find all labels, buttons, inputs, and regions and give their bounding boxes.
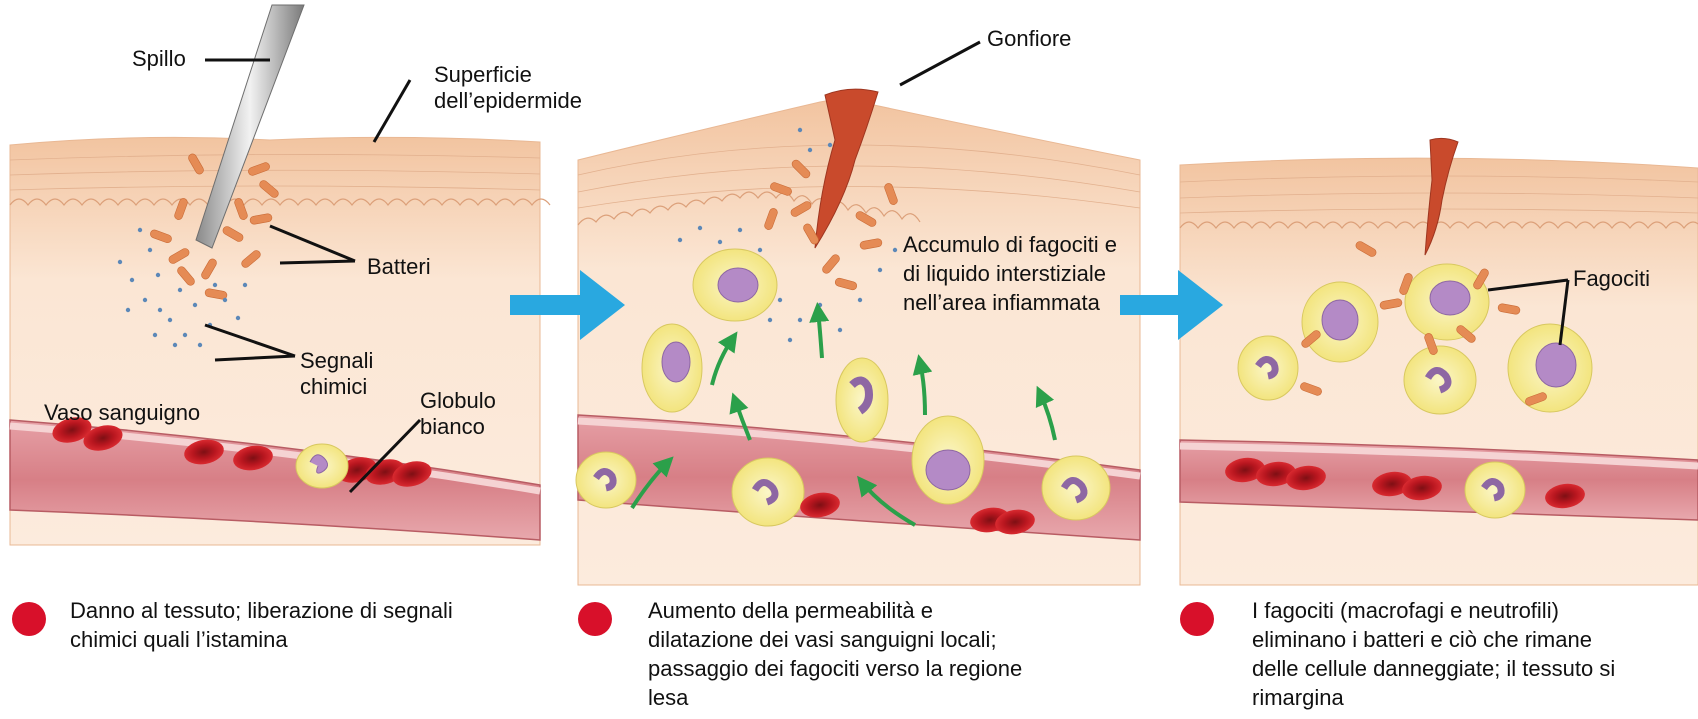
step-dot-1 bbox=[12, 602, 46, 636]
panel-3 bbox=[1180, 138, 1698, 585]
label-blood-vessel: Vaso sanguigno bbox=[44, 400, 200, 426]
caption-step-1: Danno al tessuto; liberazione di segnali… bbox=[70, 596, 453, 654]
label-epidermis-surface: Superficie dell’epidermide bbox=[434, 62, 582, 114]
step-dot-3 bbox=[1180, 602, 1214, 636]
label-pin: Spillo bbox=[132, 46, 186, 72]
caption-step-2: Aumento della permeabilità e dilatazione… bbox=[648, 596, 1022, 712]
step-dot-2 bbox=[578, 602, 612, 636]
label-phagocyte-accumulation: Accumulo di fagociti e di liquido inters… bbox=[903, 230, 1117, 317]
label-chemical-signals: Segnali chimici bbox=[300, 348, 373, 400]
label-white-blood-cell: Globulo bianco bbox=[420, 388, 496, 440]
white-blood-cell bbox=[296, 444, 348, 488]
swelling-leader bbox=[900, 42, 980, 85]
label-swelling: Gonfiore bbox=[987, 26, 1071, 52]
panel-2 bbox=[576, 89, 1140, 585]
caption-step-3: I fagociti (macrofagi e neutrofili) elim… bbox=[1252, 596, 1615, 712]
label-phagocytes: Fagociti bbox=[1573, 266, 1650, 292]
label-bacteria: Batteri bbox=[367, 254, 431, 280]
